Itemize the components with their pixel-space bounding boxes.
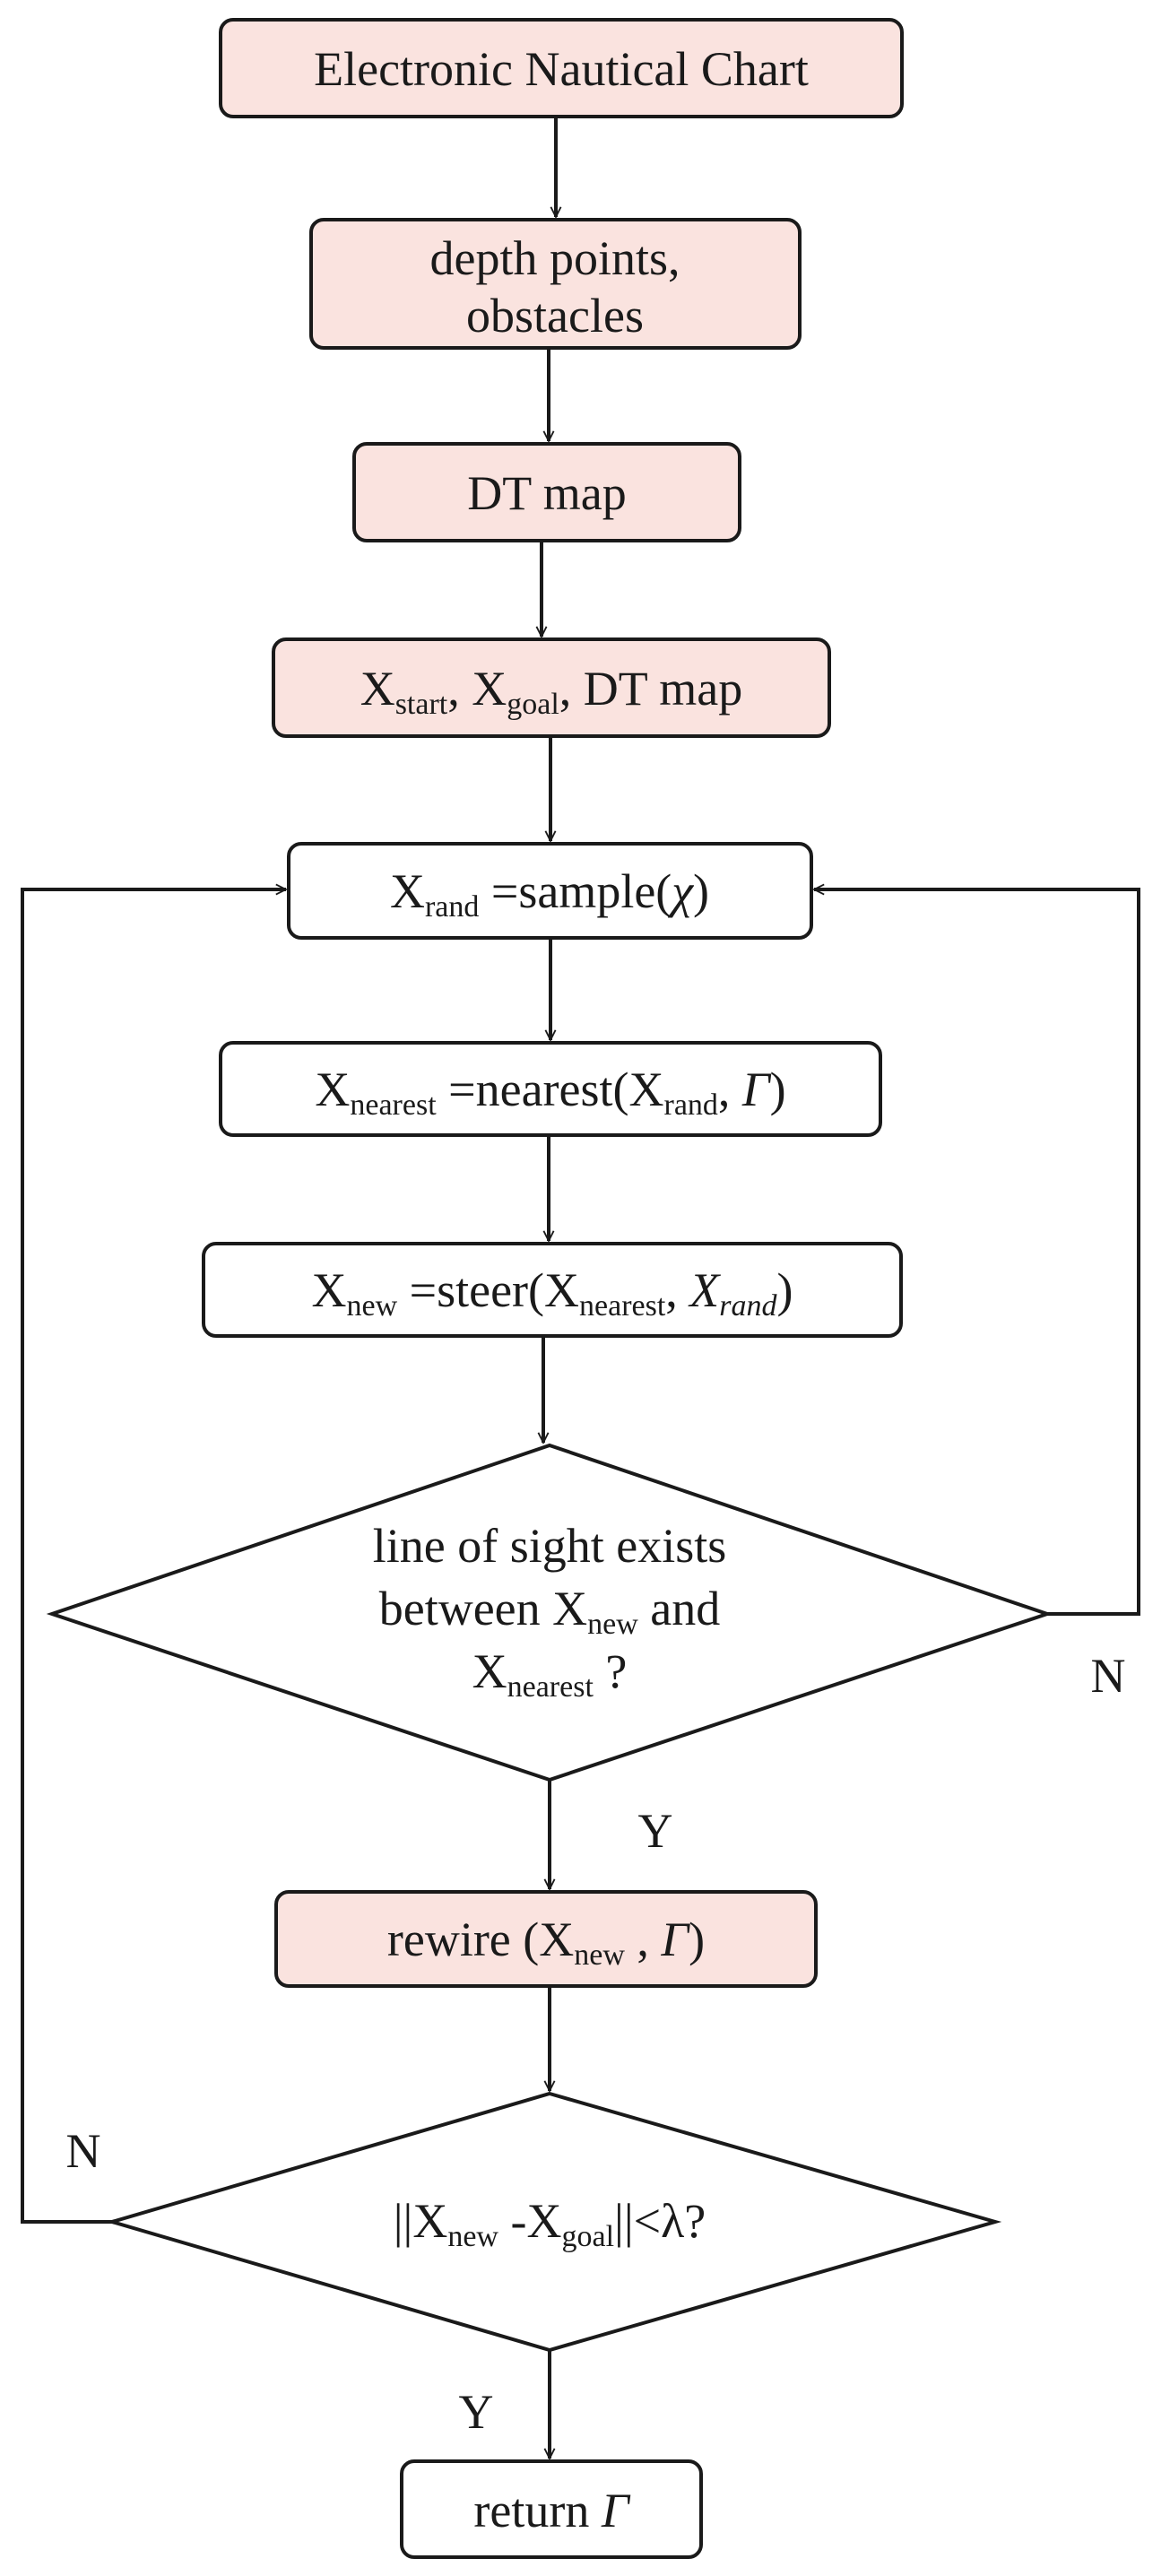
label-los-no: N xyxy=(1091,1649,1126,1703)
node-nearest: Xnearest =nearest(Xrand, Γ) xyxy=(219,1041,882,1137)
node-steer-label: Xnew =steer(Xnearest, Xrand) xyxy=(311,1263,793,1323)
node-dtmap-label: DT map xyxy=(467,466,626,520)
node-init-label: Xstart, Xgoal, DT map xyxy=(360,662,743,721)
arrow-los-no-to-sample xyxy=(814,889,1140,1616)
label-goal-no: N xyxy=(66,2124,101,2178)
node-nearest-label: Xnearest =nearest(Xrand, Γ) xyxy=(315,1062,785,1122)
node-enc-label: Electronic Nautical Chart xyxy=(314,42,809,96)
los-line2: between Xnew and xyxy=(379,1582,721,1641)
node-electronic-nautical-chart: Electronic Nautical Chart xyxy=(219,18,904,118)
node-depth-line1: depth points, xyxy=(430,231,680,285)
arrow-goal-no-to-sample xyxy=(21,889,286,2224)
node-start-goal-dtmap: Xstart, Xgoal, DT map xyxy=(272,637,831,738)
node-sample: Xrand =sample(χ) xyxy=(287,842,813,940)
node-steer: Xnew =steer(Xnearest, Xrand) xyxy=(202,1242,903,1338)
goalcheck-label: ||Xnew -Xgoal||<λ? xyxy=(394,2194,706,2253)
node-return: return Γ xyxy=(400,2459,703,2559)
decision-line-of-sight: line of sight exists between Xnew and Xn… xyxy=(46,1443,1053,1782)
los-line3: Xnearest ? xyxy=(472,1644,628,1704)
node-rewire-label: rewire (Xnew , Γ) xyxy=(387,1912,705,1972)
decision-goal-reached: ||Xnew -Xgoal||<λ? xyxy=(105,2091,1002,2353)
node-sample-label: Xrand =sample(χ) xyxy=(390,864,709,924)
label-goal-yes: Y xyxy=(459,2385,494,2439)
node-depth-points-obstacles: depth points, obstacles xyxy=(309,218,802,350)
node-depth-line2: obstacles xyxy=(466,289,644,343)
node-return-label: return Γ xyxy=(473,2484,630,2537)
node-dt-map: DT map xyxy=(352,442,741,542)
los-line1: line of sight exists xyxy=(373,1519,726,1573)
node-rewire: rewire (Xnew , Γ) xyxy=(274,1890,818,1988)
label-los-yes: Y xyxy=(638,1804,673,1858)
